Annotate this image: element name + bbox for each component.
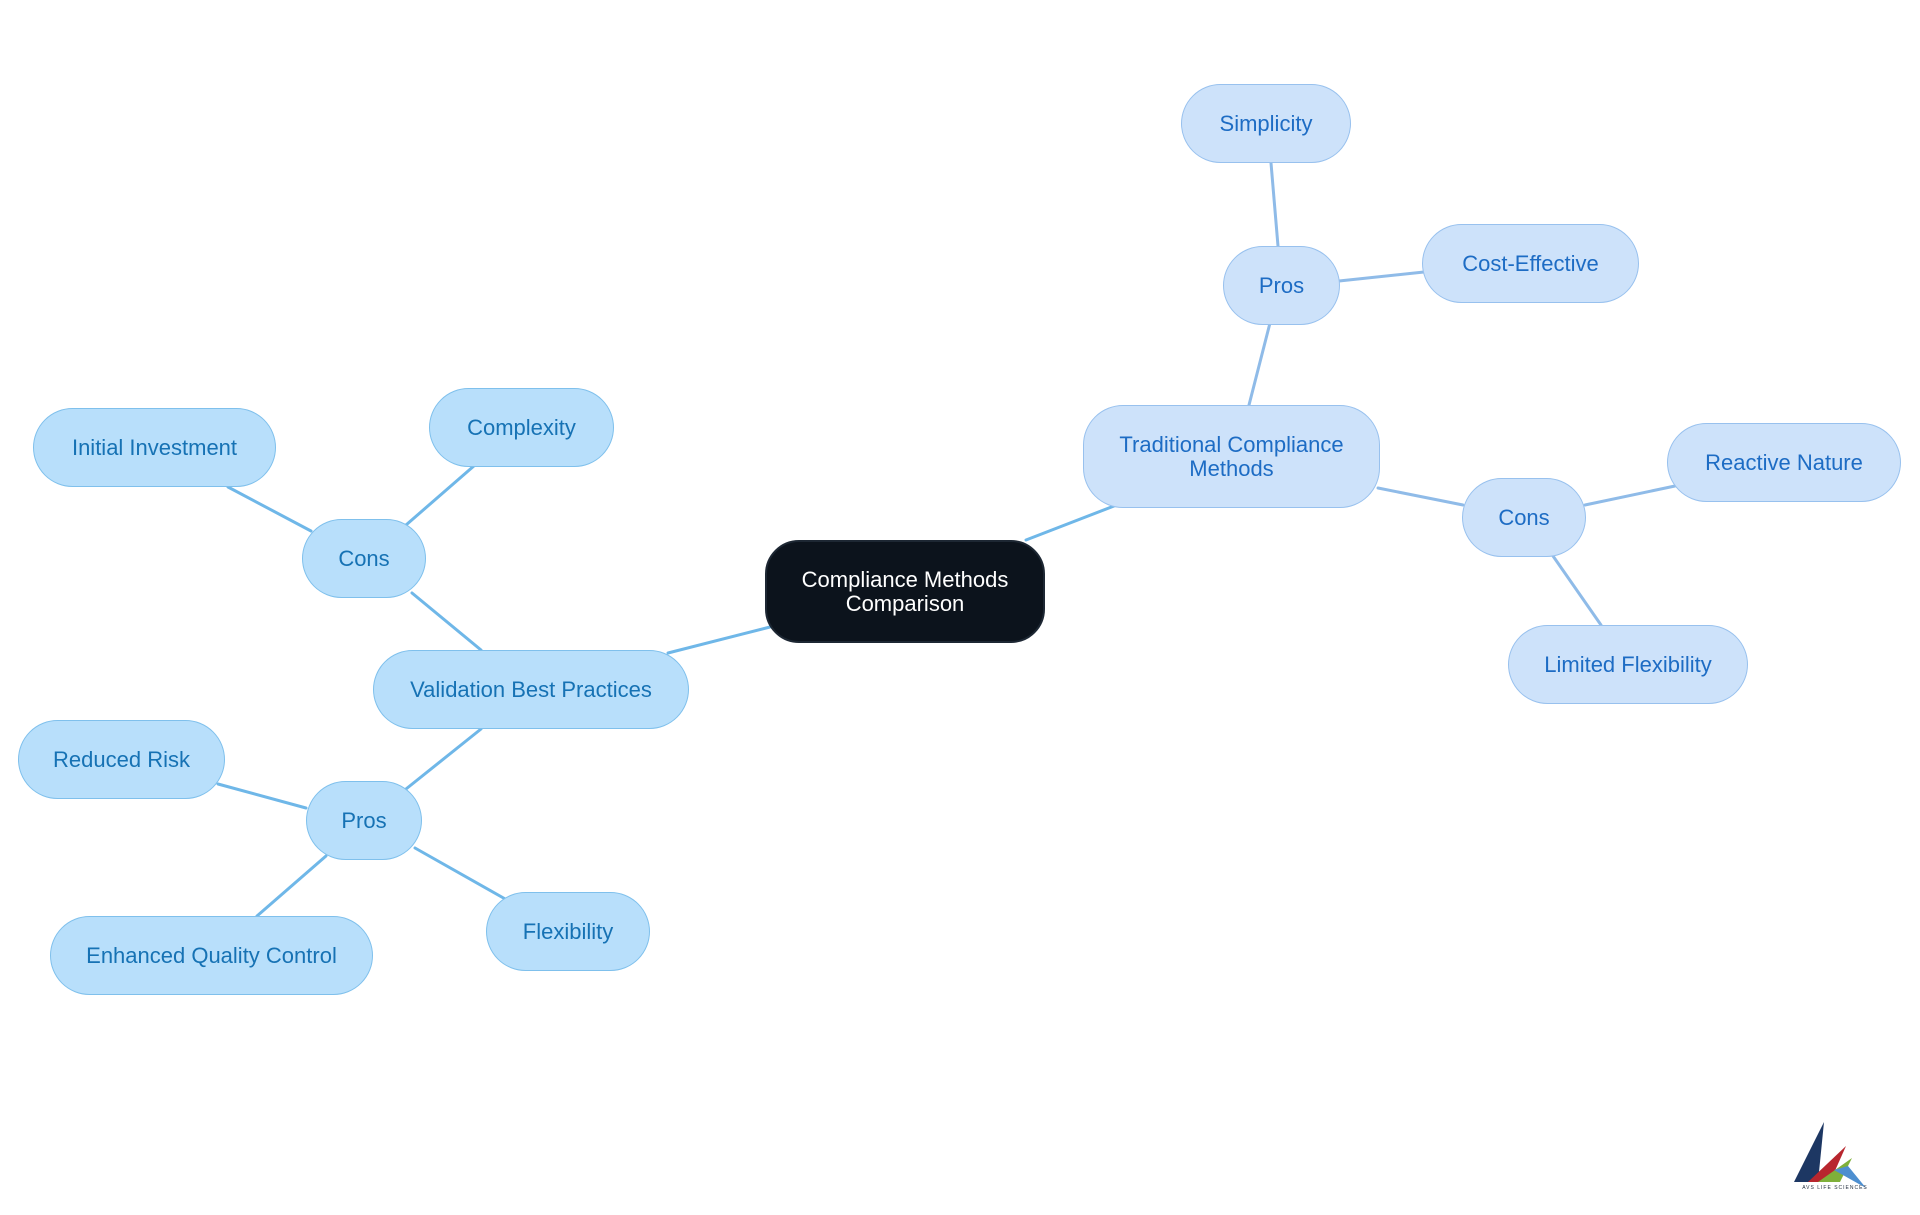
- edge-validation-cons: [410, 591, 483, 652]
- cost-effective-label: Cost-Effective: [1462, 250, 1599, 276]
- initial-investment-label: Initial Investment: [71, 434, 238, 460]
- edge-cons-reactive-nature: [1583, 484, 1677, 507]
- edge-cons-limited-flexibility: [1551, 554, 1603, 627]
- simplicity-node: Simplicity: [1181, 84, 1351, 163]
- edge-pros-enhanced-quality: [255, 854, 328, 918]
- validation-pros-node: Pros: [306, 781, 422, 860]
- reactive-nature-node: Reactive Nature: [1667, 423, 1901, 502]
- enhanced-quality-control-node: Enhanced Quality Control: [50, 916, 373, 995]
- reduced-risk-node: Reduced Risk: [18, 720, 225, 799]
- reactive-nature-label: Reactive Nature: [1705, 449, 1863, 475]
- edge-pros-reduced-risk: [216, 782, 308, 810]
- root-label: Compliance Methods Comparison: [801, 566, 1009, 616]
- limited-flexibility-label: Limited Flexibility: [1544, 651, 1712, 677]
- traditional-cons-label: Cons: [1498, 504, 1550, 530]
- avs-logo-icon: [1794, 1122, 1866, 1188]
- limited-flexibility-node: Limited Flexibility: [1508, 625, 1748, 704]
- validation-cons-label: Cons: [338, 545, 390, 571]
- flexibility-label: Flexibility: [522, 918, 614, 944]
- reduced-risk-label: Reduced Risk: [53, 746, 190, 772]
- edge-validation-pros: [404, 727, 483, 791]
- edge-pros-cost-effective: [1337, 270, 1426, 283]
- traditional-pros-node: Pros: [1223, 246, 1340, 325]
- complexity-label: Complexity: [467, 414, 576, 440]
- traditional-cons-node: Cons: [1462, 478, 1586, 557]
- enhanced-quality-control-label: Enhanced Quality Control: [86, 942, 337, 968]
- complexity-node: Complexity: [429, 388, 614, 467]
- initial-investment-node: Initial Investment: [33, 408, 276, 487]
- edge-pros-flexibility: [413, 846, 509, 902]
- validation-cons-node: Cons: [302, 519, 426, 598]
- validation-pros-label: Pros: [341, 807, 387, 833]
- mind-map-edges: [216, 161, 1677, 918]
- traditional-compliance-node: Traditional Compliance Methods: [1083, 405, 1380, 508]
- validation-best-practices-node: Validation Best Practices: [373, 650, 689, 729]
- flexibility-node: Flexibility: [486, 892, 650, 971]
- root-node: Compliance Methods Comparison: [765, 540, 1045, 643]
- edge-cons-complexity: [404, 463, 477, 527]
- validation-label: Validation Best Practices: [410, 676, 652, 702]
- edge-root-validation: [666, 625, 772, 655]
- edge-root-traditional: [1024, 504, 1116, 542]
- edge-pros-simplicity: [1269, 161, 1280, 248]
- logo-text: AVS LIFE SCIENCES: [1802, 1185, 1868, 1191]
- simplicity-label: Simplicity: [1219, 110, 1313, 136]
- edge-traditional-pros: [1247, 321, 1272, 407]
- edge-cons-initial-investment: [226, 485, 313, 533]
- cost-effective-node: Cost-Effective: [1422, 224, 1639, 303]
- traditional-label: Traditional Compliance Methods: [1119, 431, 1344, 481]
- edge-traditional-cons: [1376, 486, 1465, 507]
- traditional-pros-label: Pros: [1258, 272, 1305, 298]
